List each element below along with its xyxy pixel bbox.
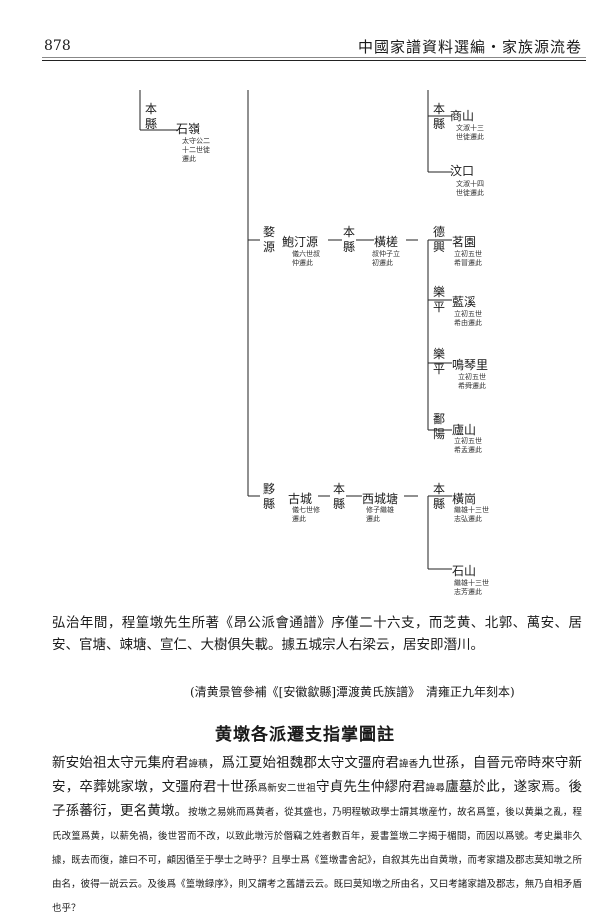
note-hengcha: 叔仲子立 初遷此 — [372, 250, 400, 267]
region-leping-2: 樂 平 — [432, 347, 445, 376]
paragraph-hongzhi: 弘治年間，程篁墩先生所著《昂公派會通譜》序僅二十六支，而芝黄、北郭、萬安、居安、… — [52, 615, 582, 653]
header-rule-thin — [42, 57, 586, 58]
name-shangshan: 商山 — [450, 109, 475, 123]
note-lanxi: 立初五世 希由遷此 — [454, 310, 482, 327]
body-note: 諱尋 — [425, 783, 446, 794]
note-shishan: 繼雄十三世 志芳遷此 — [454, 579, 489, 596]
name-wenkou: 汶口 — [450, 164, 475, 178]
body-text: ，爲江夏始祖魏郡太守文彊府君 — [207, 755, 399, 771]
name-mingqinli: 鳴琴里 — [452, 358, 489, 372]
region-benxian-hengcha: 本 縣 — [342, 225, 355, 254]
region-benxian-right: 本 縣 — [432, 102, 445, 131]
body-text: 廬墓於此，遂家焉。後子孫蕃衍，更名黄墩。 — [52, 779, 583, 819]
name-xichengtang: 西城塘 — [362, 492, 399, 506]
note-baotingyuan: 儀六世叔 仲遷此 — [292, 250, 320, 267]
book-title: 中國家譜資料選編・家族源流卷 — [357, 38, 582, 56]
note-xichengtang: 修子繼雄 遷此 — [366, 506, 394, 523]
body-note: 諱積 — [188, 759, 208, 770]
name-gucheng: 古城 — [288, 492, 313, 506]
genealogy-tree-lines — [139, 90, 452, 570]
name-lushan: 廬山 — [452, 423, 477, 437]
note-shiling: 太守公二 十二世徙 遷此 — [182, 137, 210, 163]
region-leping-1: 樂 平 — [432, 285, 445, 314]
body-note: 爲新安二世祖 — [257, 783, 316, 794]
body-text: 守貞先生仲繆府君 — [315, 779, 426, 795]
body-note: 諱香 — [399, 759, 419, 770]
section-body: 新安始祖太守元集府君諱積，爲江夏始祖魏郡太守文彊府君諱香九世孫，自晉元帝時來守新… — [52, 752, 582, 920]
name-baotingyuan: 鮑汀源 — [282, 235, 319, 249]
note-mingqinli: 立初五世 希舜遷此 — [458, 373, 486, 390]
region-benxian-xichengtang: 本 縣 — [332, 482, 345, 511]
region-wuyuan: 婺 源 — [262, 225, 275, 254]
name-shishan: 石山 — [452, 564, 477, 578]
name-henggang: 橫崗 — [452, 492, 477, 506]
region-benxian-bottom: 本 縣 — [432, 482, 445, 511]
note-henggang: 繼雄十三世 志弘遷此 — [454, 506, 489, 523]
region-dexing: 德 興 — [432, 225, 445, 254]
body-text: 九世孫，自晉元帝時來守新安，卒葬姚家墩，文彊府君十世孫 — [52, 755, 582, 795]
note-mingyuan: 立初五世 希冒遷此 — [454, 250, 482, 267]
header-rule — [42, 60, 586, 61]
region-poyang: 鄱 陽 — [432, 412, 445, 441]
note-lushan: 立初五世 希孟遷此 — [454, 437, 482, 454]
body-note: 按墩之易姚而爲黄者，從其盛也，乃明程敏政學士謂其墩産竹，故名爲篁，後以黄巢之亂，… — [52, 807, 582, 914]
page-number: 878 — [44, 38, 71, 54]
name-mingyuan: 茗園 — [452, 235, 477, 249]
note-shangshan: 文淑十三 世徙遷此 — [456, 124, 484, 141]
note-wenkou: 文淑十四 世徙遷此 — [456, 180, 484, 197]
note-gucheng: 儀七世修 遷此 — [292, 506, 320, 523]
name-hengcha: 橫槎 — [374, 235, 399, 249]
body-text: 新安始祖太守元集府君 — [52, 755, 189, 771]
section-title: 黄墩各派遷支指掌圖註 — [215, 725, 395, 745]
name-shiling: 石嶺 — [176, 122, 201, 136]
name-lanxi: 藍溪 — [452, 295, 477, 309]
source-citation: (清黄景管參補《[安徽歙縣]潭渡黄氏族譜》 清雍正九年刻本) — [190, 685, 515, 699]
region-benxian-top: 本 縣 — [144, 102, 157, 131]
region-yixian: 黟 縣 — [262, 482, 275, 511]
